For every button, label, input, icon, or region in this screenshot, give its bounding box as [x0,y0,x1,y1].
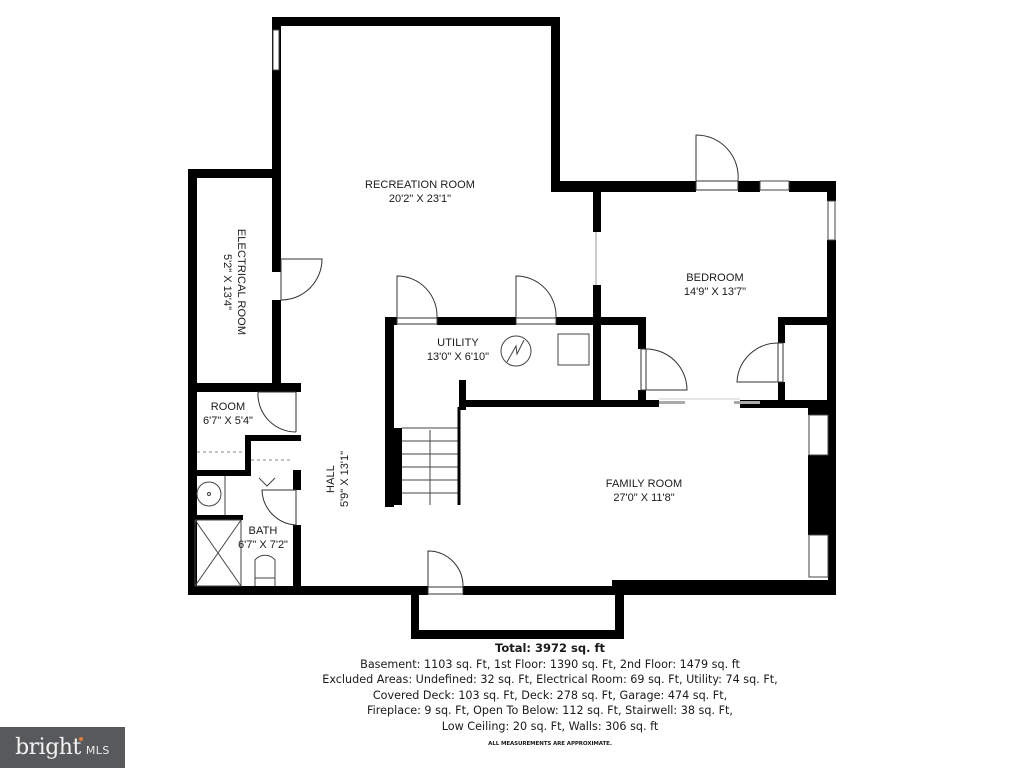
walls [188,17,836,639]
room-dimensions: 6'7" X 5'4" [203,415,253,427]
floor-plan [188,17,836,639]
summary-line: Covered Deck: 103 sq. Ft, Deck: 278 sq. … [372,688,728,702]
room-name: ELECTRICAL ROOM [235,228,247,336]
approximation-note: ALL MEASUREMENTS ARE APPROXIMATE. [488,741,612,747]
room-dimensions: 14'9" X 13'7" [683,286,747,298]
room-name: ROOM [210,401,246,413]
fixtures [194,333,590,587]
room-dimensions: 5'9" X 13'1" [339,450,351,508]
windows [272,29,836,578]
room-dimensions: 27'0" X 11'8" [613,492,675,504]
bright-mls-logo: bright MLS [0,727,125,768]
summary-line: Low Ceiling: 20 sq. Ft, Walls: 306 sq. f… [441,719,659,733]
doors [257,134,784,595]
room-dimensions: 13'0" X 6'10" [426,351,490,363]
utility-label: UTILITY 13'0" X 6'10" [408,336,508,364]
room-name: UTILITY [437,337,479,349]
logo-brand-text: bright [15,735,81,760]
summary-line: Basement: 1103 sq. Ft, 1st Floor: 1390 s… [360,657,740,671]
room-dimensions: 20'2" X 23'1" [388,193,452,205]
room-dimensions: 5'2" X 13'4" [221,253,233,311]
room-name: HALL [325,465,337,493]
hall-label: HALL 5'9" X 13'1" [324,429,352,529]
room-name: BATH [248,525,278,537]
area-summary: Total: 3972 sq. ft Basement: 1103 sq. Ft… [250,641,850,748]
recreation-room-label: RECREATION ROOM 20'2" X 23'1" [340,178,500,206]
room-name: BEDROOM [686,272,744,284]
logo-accent-dot [78,737,83,741]
electrical-room-label: ELECTRICAL ROOM 5'2" X 13'4" [220,212,248,352]
summary-line: Excluded Areas: Undefined: 32 sq. Ft, El… [322,673,778,686]
room-dimensions: 6'7" X 7'2" [238,539,288,551]
room-name: FAMILY ROOM [605,478,683,490]
bath-label: BATH 6'7" X 7'2" [228,524,298,552]
family-room-label: FAMILY ROOM 27'0" X 11'8" [584,477,704,505]
room-label: ROOM 6'7" X 5'4" [194,400,262,428]
total-area: Total: 3972 sq. ft [495,641,605,655]
room-name: RECREATION ROOM [364,179,476,191]
logo-brand: bright [15,735,83,760]
summary-line: Fireplace: 9 sq. Ft, Open To Below: 112 … [367,704,733,717]
logo-suffix: MLS [85,744,110,757]
bedroom-label: BEDROOM 14'9" X 13'7" [655,271,775,299]
